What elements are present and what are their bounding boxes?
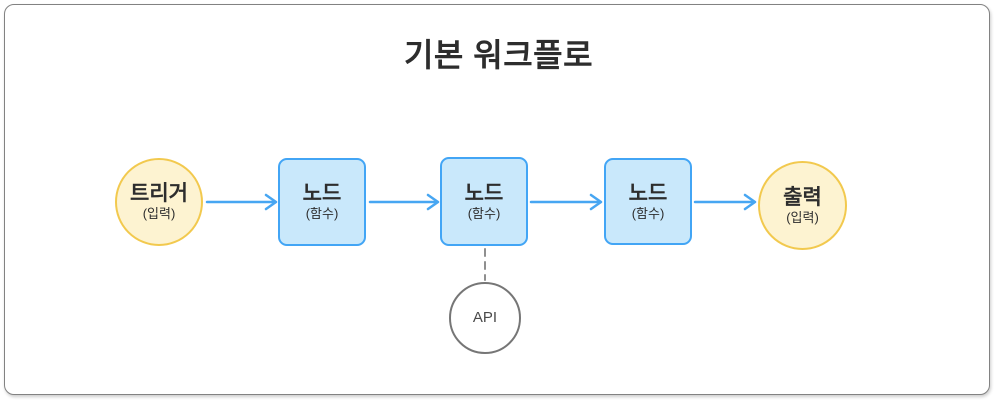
trigger-sublabel: (입력) (142, 206, 176, 221)
trigger-node: 트리거 (입력) (115, 158, 203, 246)
node-sublabel: (함수) (631, 205, 665, 221)
node-label: 노드 (464, 181, 504, 205)
output-node: 출력 (입력) (758, 161, 847, 250)
output-label: 출력 (783, 185, 822, 209)
arrow-node3-to-output (693, 193, 757, 211)
api-node: API (449, 282, 521, 354)
arrow-trigger-to-node1 (205, 193, 278, 211)
node-label: 노드 (302, 182, 342, 205)
arrow-node2-to-node3 (529, 193, 603, 211)
node-2: 노드 (함수) (440, 157, 528, 246)
output-sublabel: (입력) (786, 209, 819, 225)
node-sublabel: (함수) (467, 205, 501, 221)
node-label: 노드 (628, 181, 668, 205)
trigger-label: 트리거 (130, 182, 188, 205)
node-sublabel: (함수) (305, 206, 339, 221)
node-3: 노드 (함수) (604, 158, 692, 245)
node-1: 노드 (함수) (278, 158, 366, 246)
arrow-node1-to-node2 (368, 193, 440, 211)
diagram-title: 기본 워크플로 (403, 37, 594, 73)
api-label: API (472, 309, 498, 326)
